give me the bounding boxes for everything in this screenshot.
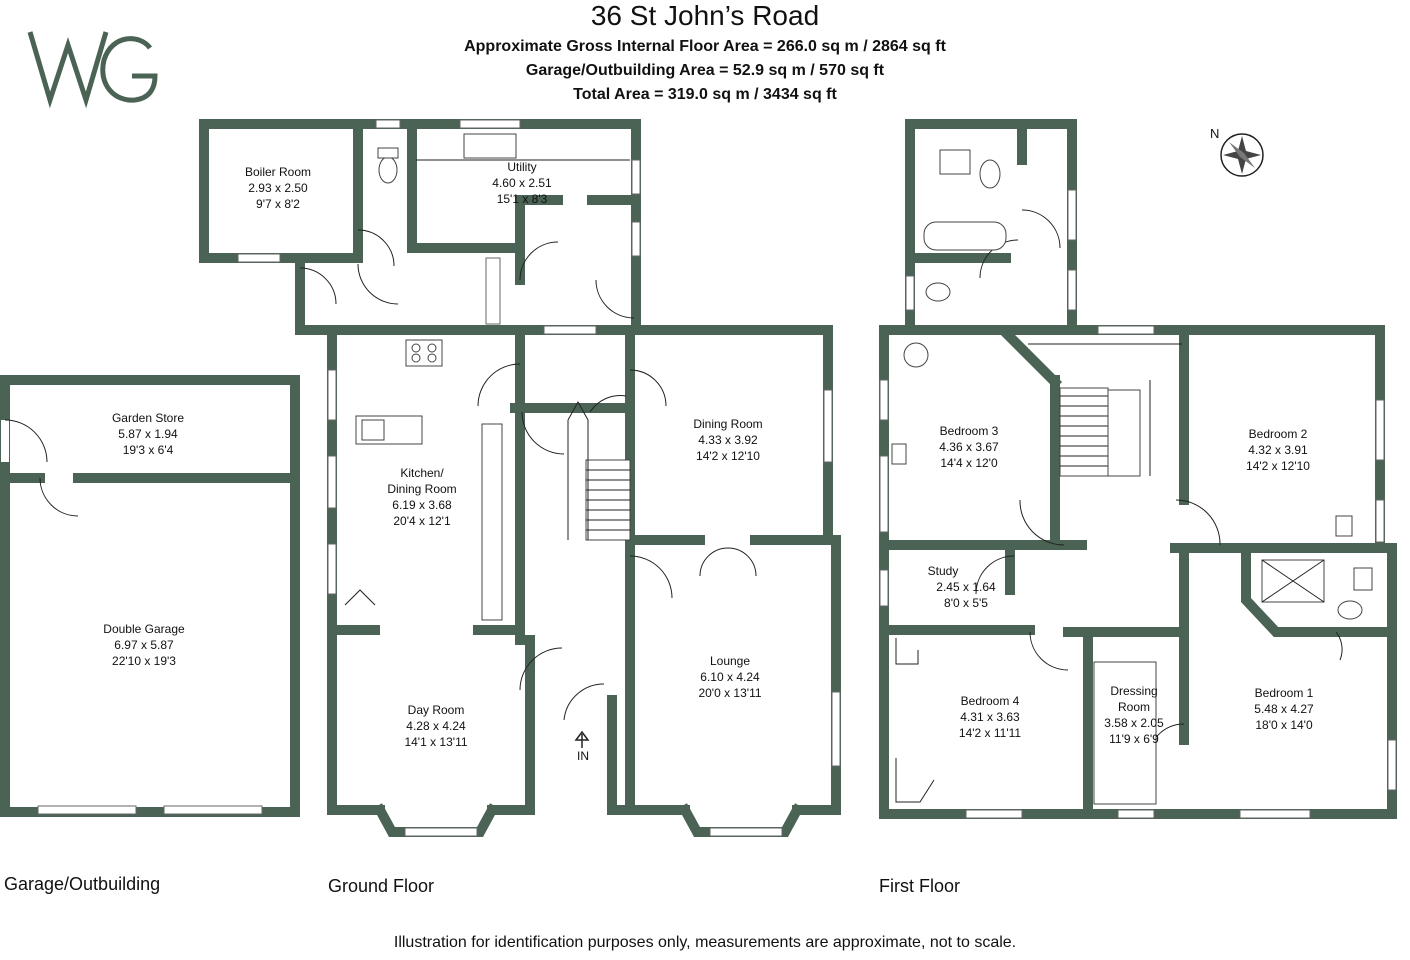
room-name: Dressing bbox=[1110, 684, 1158, 698]
room-imperial: 14'2 x 12'10 bbox=[696, 449, 760, 463]
room-label-day-room: Day Room 4.28 x 4.24 14'1 x 13'11 bbox=[376, 702, 496, 750]
room-metric: 6.10 x 4.24 bbox=[700, 670, 760, 684]
room-name: Double Garage bbox=[103, 622, 185, 636]
room-imperial: 22'10 x 19'3 bbox=[112, 654, 176, 668]
room-name-2: Room bbox=[1117, 700, 1150, 714]
room-name: Day Room bbox=[407, 703, 465, 717]
room-imperial: 20'4 x 12'1 bbox=[393, 514, 451, 528]
floor-label-garage: Garage/Outbuilding bbox=[4, 874, 161, 894]
garage-outbuilding-walls bbox=[0, 375, 300, 817]
room-name: Lounge bbox=[709, 654, 751, 668]
room-label-utility: Utility 4.60 x 2.51 15'1 x 8'3 bbox=[462, 159, 582, 207]
room-name: Boiler Room bbox=[244, 165, 312, 179]
room-label-dining-room: Dining Room 4.33 x 3.92 14'2 x 12'10 bbox=[668, 416, 788, 464]
compass-north-label: N bbox=[1210, 126, 1220, 141]
room-metric: 4.32 x 3.91 bbox=[1248, 443, 1308, 457]
room-metric: 4.33 x 3.92 bbox=[698, 433, 758, 447]
room-imperial: 19'3 x 6'4 bbox=[122, 443, 174, 457]
floor-label-first: First Floor bbox=[879, 876, 960, 896]
room-name-2: Dining Room bbox=[387, 482, 457, 496]
room-label-bedroom-4: Bedroom 4 4.31 x 3.63 14'2 x 11'11 bbox=[930, 693, 1050, 741]
room-label-boiler-room: Boiler Room 2.93 x 2.50 9'7 x 8'2 bbox=[218, 164, 338, 212]
room-metric: 4.31 x 3.63 bbox=[960, 710, 1020, 724]
room-metric: 3.58 x 2.05 bbox=[1104, 716, 1164, 730]
room-label-garden-store: Garden Store 5.87 x 1.94 19'3 x 6'4 bbox=[88, 410, 208, 458]
room-name: Bedroom 3 bbox=[939, 424, 999, 438]
entrance-label: IN bbox=[577, 749, 589, 763]
gross-internal-area: Approximate Gross Internal Floor Area = … bbox=[464, 38, 946, 55]
room-label-lounge: Lounge 6.10 x 4.24 20'0 x 13'11 bbox=[670, 653, 790, 701]
room-imperial: 14'4 x 12'0 bbox=[940, 456, 998, 470]
room-name: Utility bbox=[507, 160, 537, 174]
room-label-bedroom-1: Bedroom 1 5.48 x 4.27 18'0 x 14'0 bbox=[1224, 685, 1344, 733]
room-imperial: 11'9 x 6'9 bbox=[1109, 732, 1159, 746]
room-name: Kitchen/ bbox=[400, 466, 444, 480]
room-imperial: 14'1 x 13'11 bbox=[404, 735, 468, 749]
room-imperial: 20'0 x 13'11 bbox=[698, 686, 762, 700]
room-name: Bedroom 1 bbox=[1254, 686, 1314, 700]
room-metric: 2.93 x 2.50 bbox=[248, 181, 308, 195]
room-metric: 6.19 x 3.68 bbox=[392, 498, 452, 512]
property-title: 36 St John’s Road bbox=[590, 0, 820, 31]
room-imperial: 14'2 x 11'11 bbox=[958, 726, 1022, 740]
room-imperial: 14'2 x 12'10 bbox=[1246, 459, 1310, 473]
room-metric: 5.87 x 1.94 bbox=[118, 427, 178, 441]
room-name: Study bbox=[927, 564, 959, 578]
room-metric: 5.48 x 4.27 bbox=[1254, 702, 1314, 716]
room-name: Bedroom 2 bbox=[1248, 427, 1308, 441]
room-imperial: 8'0 x 5'5 bbox=[944, 596, 988, 610]
garage-area: Garage/Outbuilding Area = 52.9 sq m / 57… bbox=[525, 62, 885, 79]
entrance-arrow-icon bbox=[574, 730, 590, 748]
ground-floor-walls bbox=[199, 119, 841, 837]
logo-icon bbox=[27, 31, 158, 109]
room-label-dressing-room: Dressing Room 3.58 x 2.05 11'9 x 6'9 bbox=[1096, 683, 1172, 747]
room-imperial: 18'0 x 14'0 bbox=[1255, 718, 1313, 732]
room-name: Garden Store bbox=[111, 411, 185, 425]
room-label-kitchen-dining: Kitchen/ Dining Room 6.19 x 3.68 20'4 x … bbox=[362, 465, 482, 529]
room-dims-study: 2.45 x 1.64 8'0 x 5'5 bbox=[914, 579, 1018, 611]
room-name: Dining Room bbox=[693, 417, 763, 431]
room-label-double-garage: Double Garage 6.97 x 5.87 22'10 x 19'3 bbox=[84, 621, 204, 669]
room-metric: 4.60 x 2.51 bbox=[492, 176, 552, 190]
total-area: Total Area = 319.0 sq m / 3434 sq ft bbox=[573, 86, 837, 103]
disclaimer: Illustration for identification purposes… bbox=[393, 934, 1017, 951]
room-imperial: 15'1 x 8'3 bbox=[496, 192, 548, 206]
room-name: Bedroom 4 bbox=[960, 694, 1020, 708]
room-label-study: Study bbox=[912, 563, 974, 579]
room-label-bedroom-2: Bedroom 2 4.32 x 3.91 14'2 x 12'10 bbox=[1218, 426, 1338, 474]
room-label-bedroom-3: Bedroom 3 4.36 x 3.67 14'4 x 12'0 bbox=[909, 423, 1029, 471]
room-imperial: 9'7 x 8'2 bbox=[256, 197, 300, 211]
floor-label-ground: Ground Floor bbox=[328, 876, 435, 896]
first-floor-walls bbox=[879, 119, 1397, 819]
room-metric: 2.45 x 1.64 bbox=[936, 580, 996, 594]
room-metric: 4.28 x 4.24 bbox=[406, 719, 466, 733]
room-metric: 6.97 x 5.87 bbox=[114, 638, 174, 652]
room-metric: 4.36 x 3.67 bbox=[939, 440, 999, 454]
compass-rose-icon bbox=[1220, 133, 1264, 177]
